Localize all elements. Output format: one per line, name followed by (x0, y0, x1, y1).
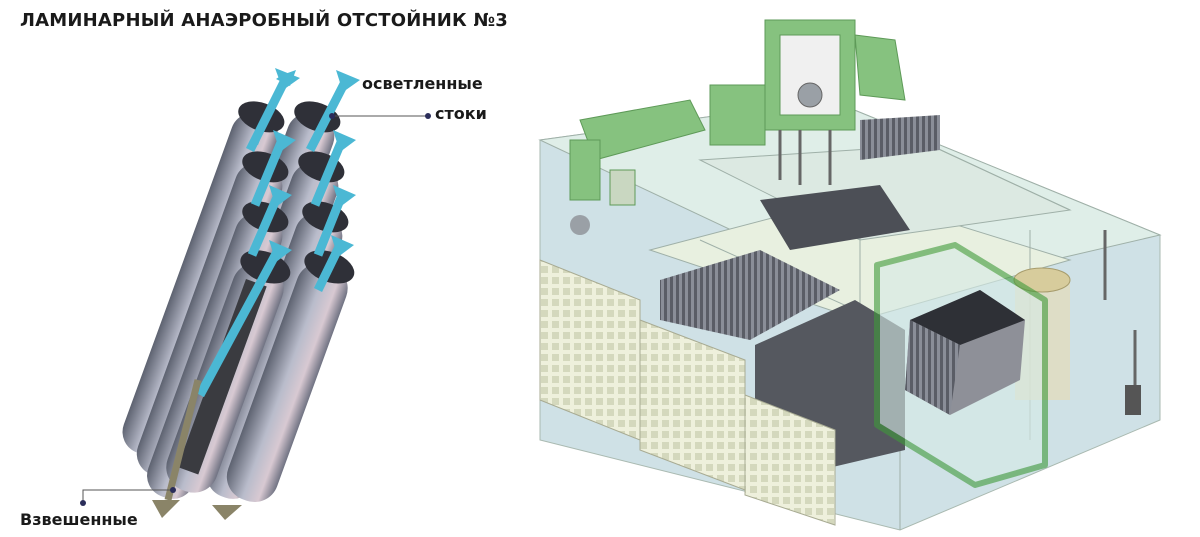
clarified-flow-arrows (196, 68, 360, 398)
lamella-tubes-illustration (80, 68, 431, 520)
pump (570, 215, 590, 235)
grid-panel (744, 394, 836, 526)
tube-field (860, 115, 940, 160)
settler-tank-illustration (538, 19, 1162, 531)
label-suspended: Взвешенные (20, 510, 138, 529)
pipes (778, 130, 1137, 415)
callout-clarified (329, 113, 431, 119)
label-clarified: осветленные (362, 74, 483, 93)
sediment-flow-arrows (152, 379, 242, 520)
tube-field (660, 250, 840, 340)
callout-suspended (80, 487, 176, 506)
page-title: ЛАМИНАРНЫЙ АНАЭРОБНЫЙ ОТСТОЙНИК №3 (20, 10, 509, 31)
valve (1125, 385, 1141, 415)
highlighted-lamella-module (874, 242, 1048, 488)
label-effluent: стоки (435, 104, 487, 123)
control-equipment (569, 19, 906, 206)
